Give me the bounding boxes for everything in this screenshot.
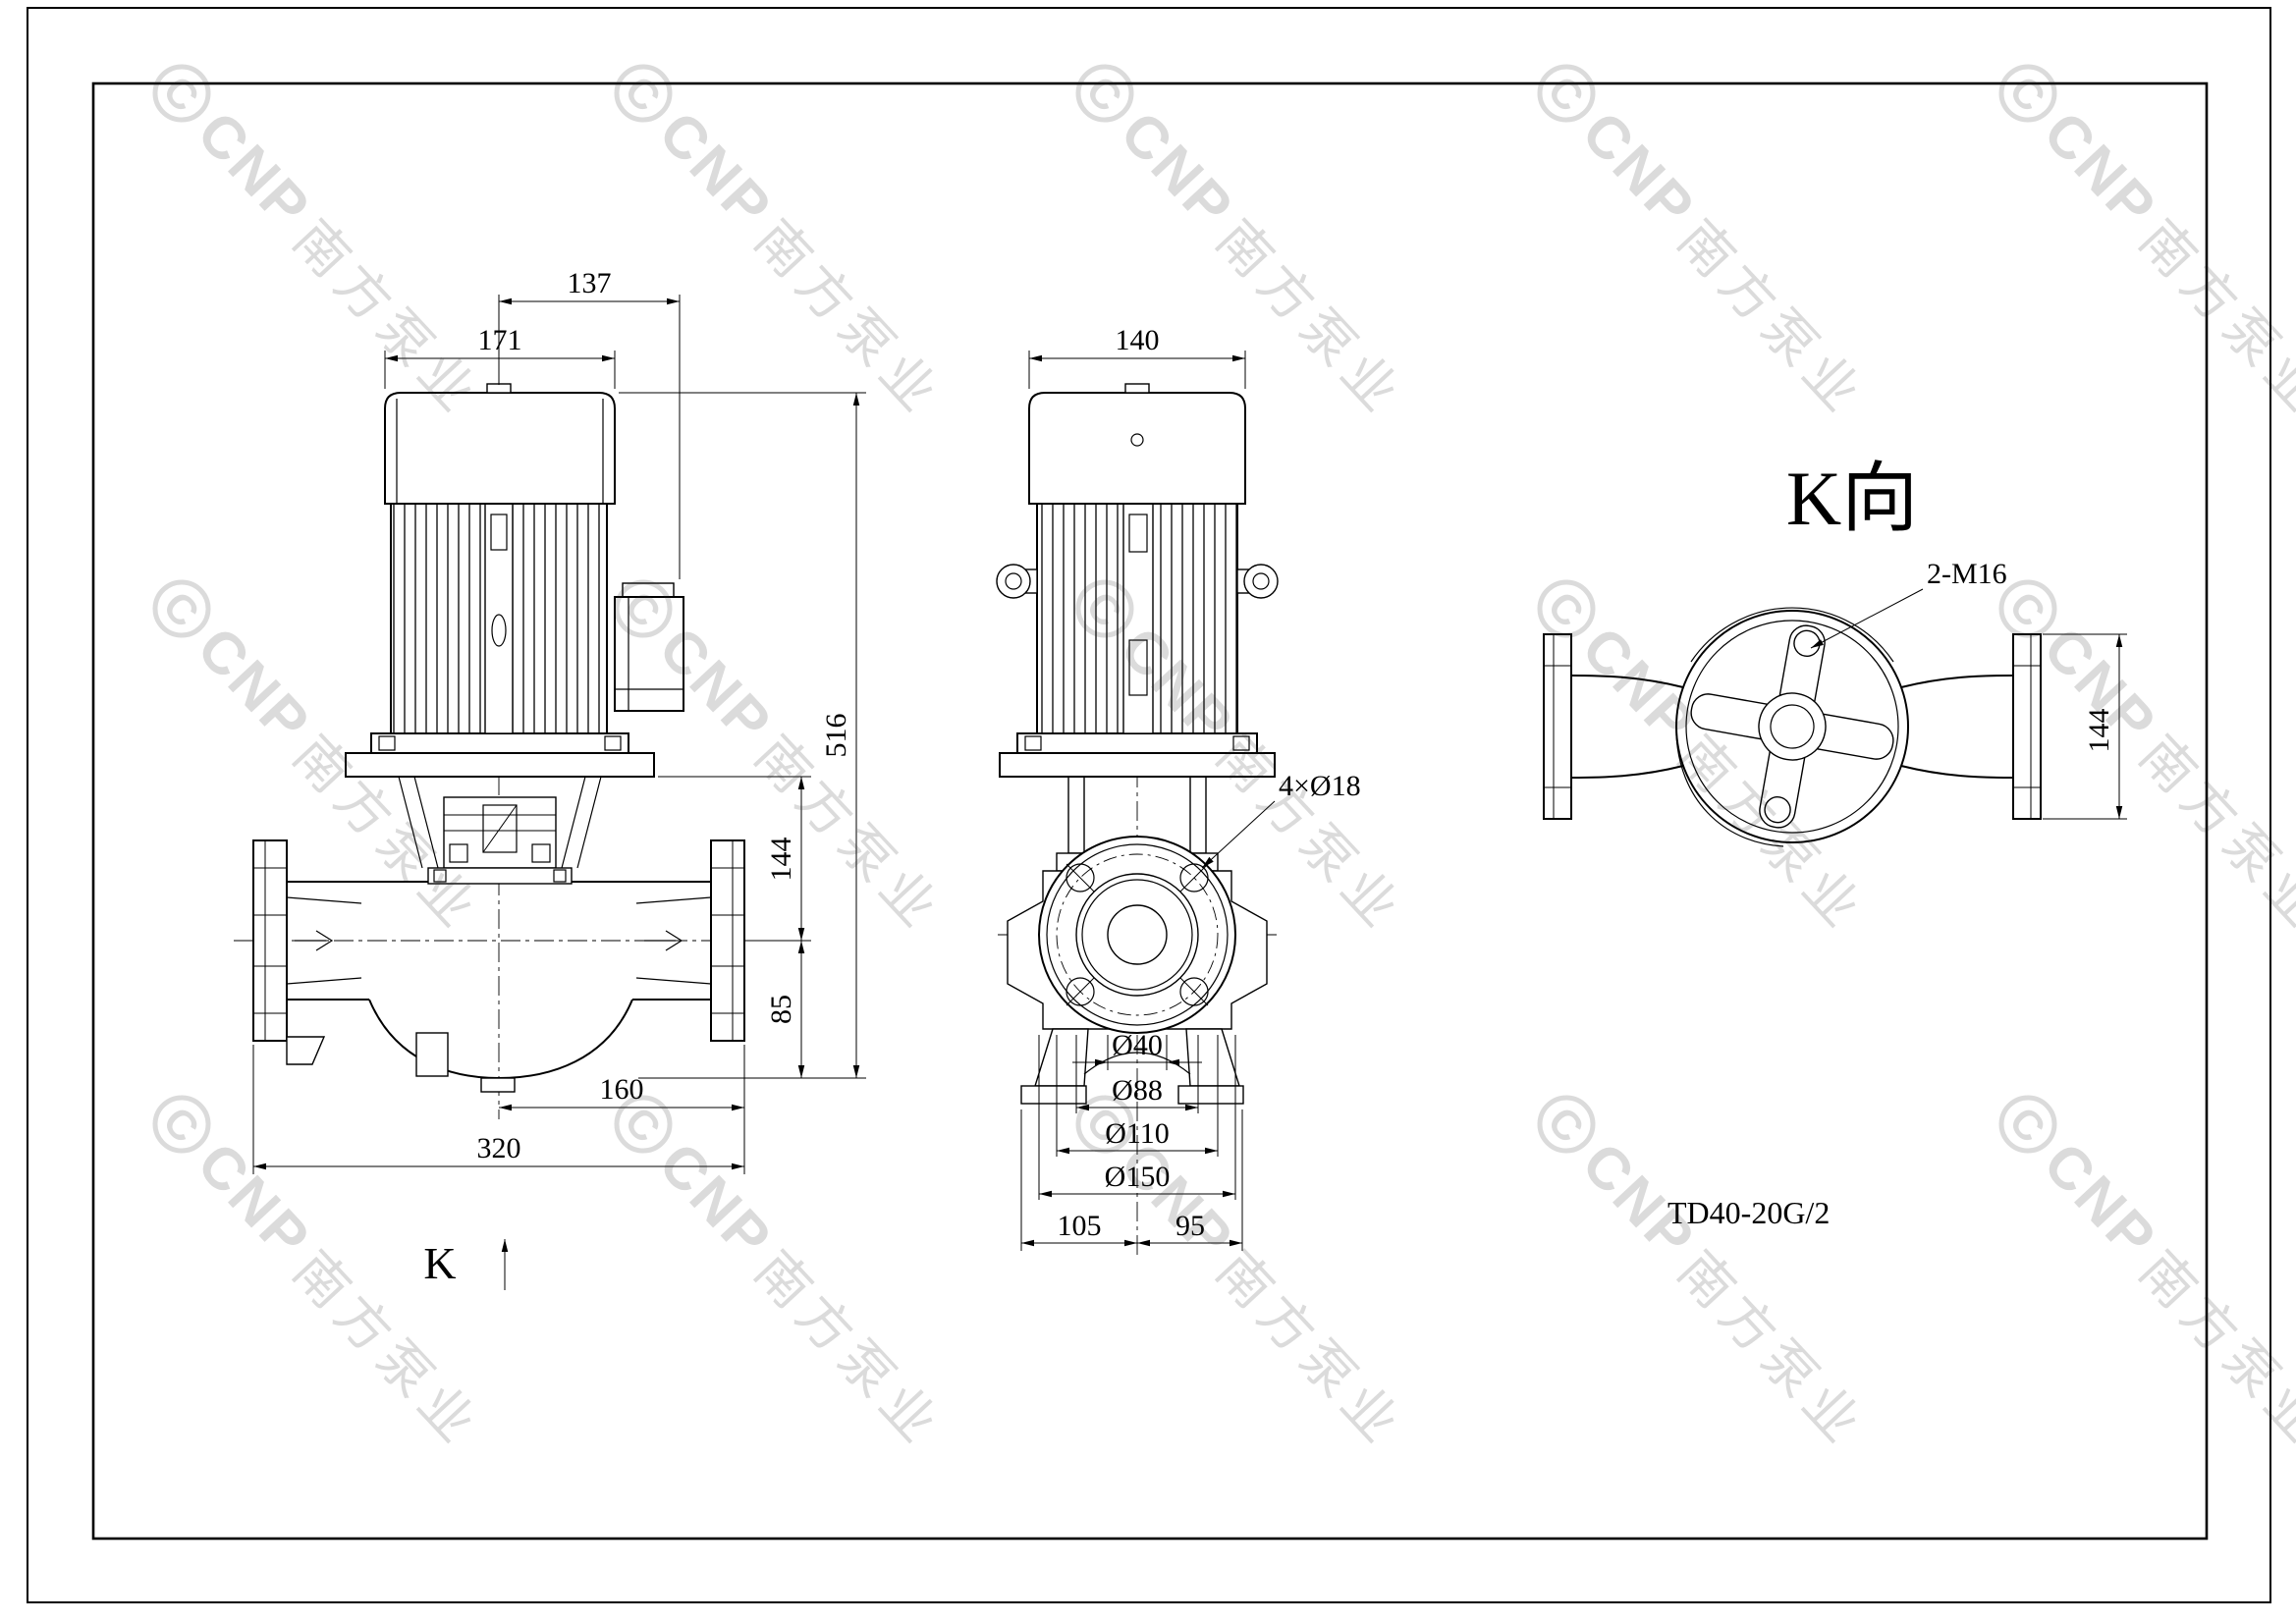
lifting-eye	[1243, 564, 1279, 599]
motor-bracket-cross	[1690, 624, 1894, 829]
k-view-title: K向	[1786, 456, 1918, 541]
k-direction-marker: K	[423, 1238, 509, 1290]
side-view	[996, 383, 1279, 1259]
bolt-hole	[1066, 863, 1095, 893]
watermark	[601, 1082, 958, 1459]
dim-bore: Ø40	[1112, 1029, 1163, 1061]
flange-bore	[1107, 904, 1168, 965]
dim-foot-left: 105	[1058, 1210, 1102, 1242]
watermark	[1063, 51, 1420, 428]
watermark	[1986, 1082, 2296, 1459]
port-flange-left	[1543, 633, 1572, 820]
front-dims: 137 171 516 144 85 160 320	[252, 267, 866, 1174]
dim-motor-width-side: 140	[1116, 324, 1160, 356]
bolt-hole	[1066, 977, 1095, 1006]
dim-motor-width: 171	[478, 324, 522, 356]
watermark	[1986, 51, 2296, 428]
side-dims: 140 4×Ø18 Ø40 Ø88 Ø110 Ø150 105 95	[1020, 324, 1361, 1251]
m16-callout: 2-M16	[1927, 558, 2007, 590]
bolt-hole	[1179, 863, 1209, 893]
watermark	[601, 51, 958, 428]
k-direction-label: K	[423, 1238, 456, 1288]
bolt-circle	[1056, 853, 1219, 1016]
dim-center-to-base: 85	[765, 995, 797, 1024]
dim-total-height: 516	[820, 714, 852, 758]
outer-border	[27, 7, 2271, 1603]
watermark	[1524, 1082, 1882, 1459]
dim-port-to-port: 320	[477, 1132, 521, 1164]
lifting-eye	[996, 564, 1031, 599]
flow-arrow-right	[644, 930, 683, 951]
bolt-hole	[1179, 977, 1209, 1006]
watermark	[1524, 51, 1882, 428]
flow-arrow-left	[295, 930, 334, 951]
dim-flange-to-center: 144	[765, 838, 797, 882]
dim-motor-depth: 137	[568, 267, 612, 299]
watermark	[139, 51, 497, 428]
